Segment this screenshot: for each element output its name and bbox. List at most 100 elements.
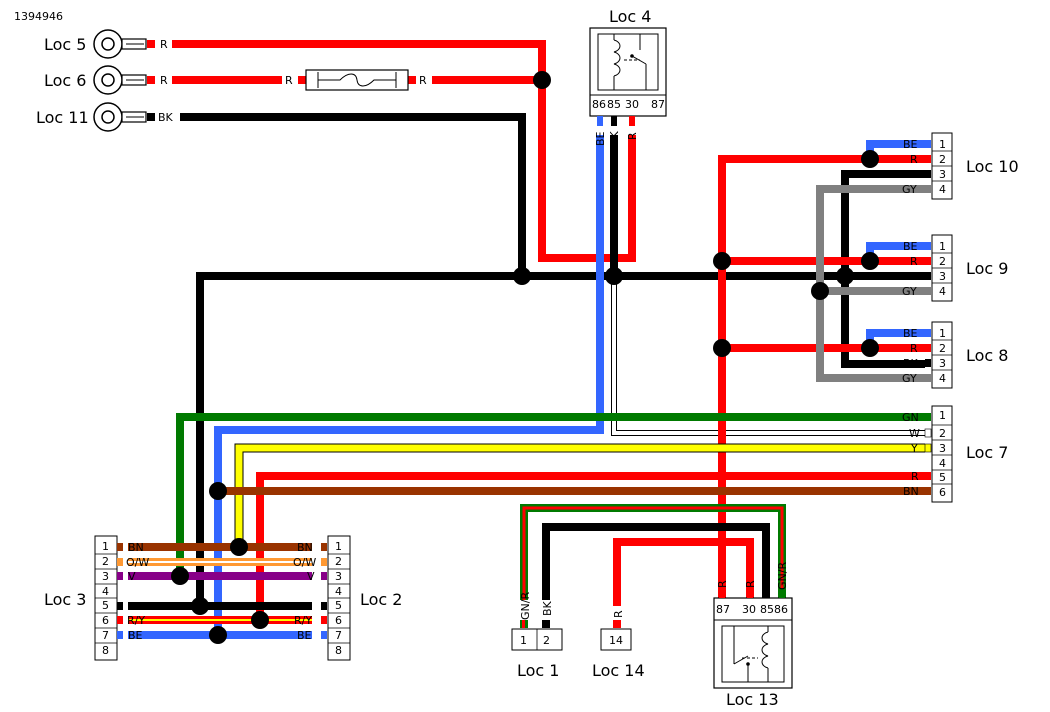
loc3-pin: 5 [102,599,109,612]
loc7-code: R [911,470,919,483]
junctions [171,71,879,644]
junction-dot [811,282,829,300]
wire-code-fuse-in: R [285,74,293,87]
junction-dot [533,71,551,89]
connector-loc2 [321,535,351,661]
loc9-pin: 2 [939,255,946,268]
loc8-pin: 3 [939,357,946,370]
loc3-code: O/W [126,556,149,569]
loc2-pin: 5 [335,599,342,612]
loc7-label: Loc 7 [966,443,1008,462]
loc4-label: Loc 4 [609,7,651,26]
junction-dot [605,267,623,285]
wire-ground-loc8 [841,276,925,368]
loc2-code: BE [297,629,312,642]
loc2-code: O/W [293,556,316,569]
junction-dot [836,267,854,285]
connector-loc1 [511,620,563,651]
loc10-code: R [910,153,918,166]
loc2-pin: 7 [335,629,342,642]
relay4-pin-86: 86 [592,98,606,111]
wire-code-fuse-out: R [419,74,427,87]
junction-dot [191,597,209,615]
loc8-code: GY [902,372,917,385]
loc3-pin: 3 [102,570,109,583]
relay4-wire-r: R [626,132,639,140]
loc3-pin: 7 [102,629,109,642]
relay4-pin-85: 85 [607,98,621,111]
loc9-code: R [910,255,918,268]
loc3-pin: 8 [102,644,109,657]
loc9-pin: 4 [939,285,946,298]
relay-loc4 [589,27,667,126]
loc9-code: GY [902,285,917,298]
loc14-wire-r: R [612,610,625,618]
junction-dot [861,339,879,357]
loc10-pin: 3 [939,168,946,181]
loc2-code: BK [297,600,313,613]
connector-loc10 [925,132,953,200]
loc1-label: Loc 1 [517,661,559,680]
relay4-wire-be: BE [594,131,607,146]
loc7-code: Y [910,442,918,455]
connector-loc8 [925,321,953,389]
wire-red-loc13-87 [718,155,925,598]
loc9-label: Loc 9 [966,259,1008,278]
loc10-pin: 2 [939,153,946,166]
wire-gnr-inner [522,506,784,600]
loc2-pin: 3 [335,570,342,583]
fuse-symbol [305,69,409,91]
loc13-label: Loc 13 [726,690,779,709]
loc8-code: R [910,342,918,355]
wire-yellow-outline [234,443,925,548]
relay4-wire-bk: BK [608,130,621,146]
loc9-code: BE [903,240,918,253]
wire-loc11-black [180,113,526,276]
loc9-pin: 1 [939,240,946,253]
loc3-code: BN [128,541,144,554]
loc7-pin: 1 [939,409,946,422]
loc5-label: Loc 5 [44,35,86,54]
connector-loc9 [925,234,953,302]
wire-loc14-red [613,538,754,606]
loc10-label: Loc 10 [966,157,1019,176]
loc3-code: V [128,570,136,583]
loc10-code: BK [903,168,919,181]
loc10-pin: 1 [939,138,946,151]
connector-loc7 [924,405,953,503]
relay13-wire-r: R [744,580,757,588]
loc8-pin: 1 [939,327,946,340]
relay13-wire-bk: BK [760,572,773,588]
loc3-pin: 4 [102,585,109,598]
ring-terminal-loc5 [93,29,155,59]
relay13-pin-86: 86 [774,603,788,616]
loc1-wire-gnr: GN/R [519,592,532,620]
loc1-pin: 1 [520,634,527,647]
loc7-pin: 4 [939,457,946,470]
loc7-pin: 2 [939,427,946,440]
wire-yellow [235,444,925,548]
ring-terminal-loc6 [93,65,155,95]
loc8-code: BE [903,327,918,340]
relay13-wire-r: R [716,580,729,588]
loc11-label: Loc 11 [36,108,89,127]
loc2-code: BN [297,541,313,554]
wire-white [612,276,925,435]
loc1-wire-bk: BK [541,600,554,616]
loc7-pin: 6 [939,486,946,499]
loc3-label: Loc 3 [44,590,86,609]
wire-green [176,413,925,576]
junction-dot [209,626,227,644]
loc2-pin: 4 [335,585,342,598]
relay4-pin-87: 87 [651,98,665,111]
wire-loc5-red [172,40,636,262]
wires [128,40,925,639]
relay4-pin-30: 30 [625,98,639,111]
ring-terminals [93,29,155,132]
junction-dot [713,252,731,270]
loc3-pin: 1 [102,540,109,553]
loc3-code: BK [128,600,144,613]
loc8-code: BK [903,357,919,370]
loc9-code: BK [903,270,919,283]
